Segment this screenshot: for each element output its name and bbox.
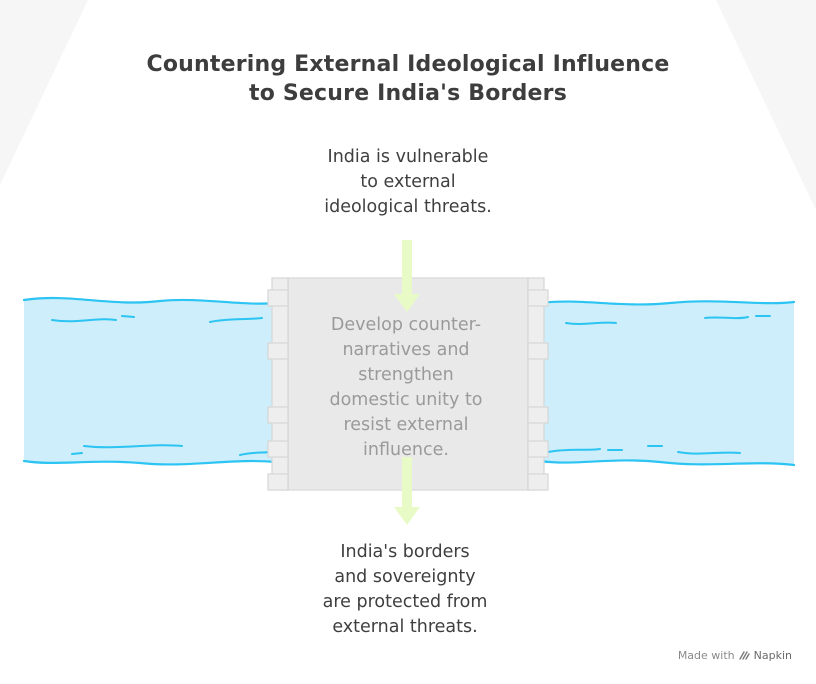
left-river-bottom-bank [22, 459, 278, 466]
right-ripple [547, 448, 601, 453]
strategy-line-1: Develop counter- [330, 315, 482, 335]
left-ripple [121, 315, 135, 318]
right-ripple [704, 316, 749, 320]
left-river-top-bank [22, 296, 278, 305]
right-ripple [565, 321, 617, 325]
outcome-line-4: external threats. [332, 617, 478, 637]
made-with-napkin-badge[interactable]: Made with Napkin [678, 649, 792, 662]
barrier-left-posts [267, 277, 289, 491]
vulnerability-line-1: India is vulnerable [327, 147, 489, 167]
vulnerability-line-2: to external [360, 172, 456, 192]
strategy-statement: Develop counter- narratives and strength… [288, 313, 524, 463]
left-ripple [209, 317, 263, 323]
strategy-line-2: narratives and [342, 340, 470, 360]
strategy-line-4: domestic unity to [329, 390, 483, 410]
right-river-water [540, 301, 794, 465]
strategy-line-5: resist external [343, 415, 469, 435]
outcome-line-3: are protected from [322, 592, 488, 612]
right-river-bottom-bank [538, 459, 796, 467]
vulnerability-line-3: ideological threats. [324, 197, 492, 217]
left-ripple [83, 444, 183, 449]
barrier-right-posts [527, 277, 549, 491]
strategy-line-6: influence. [363, 440, 449, 460]
outcome-statement: India's borders and sovereignty are prot… [255, 540, 555, 640]
left-river-water [24, 297, 276, 465]
outcome-line-1: India's borders [340, 542, 470, 562]
made-with-label: Made with [677, 649, 735, 662]
napkin-brand-label: Napkin [753, 649, 792, 662]
vulnerability-statement: India is vulnerable to external ideologi… [258, 145, 558, 220]
title-line-2: to Secure India's Borders [248, 81, 567, 106]
outcome-line-2: and sovereignty [334, 567, 476, 587]
napkin-logo-icon [738, 651, 750, 660]
left-ripple [71, 452, 83, 455]
title-line-1: Countering External Ideological Influenc… [146, 52, 670, 77]
arrow-down-icon [394, 457, 420, 525]
right-river-top-bank [538, 300, 796, 306]
page-title: Countering External Ideological Influenc… [0, 50, 816, 108]
strategy-line-3: strengthen [358, 365, 454, 385]
arrow-down-icon [394, 240, 420, 312]
right-ripple [677, 451, 741, 455]
left-ripple [51, 318, 117, 323]
